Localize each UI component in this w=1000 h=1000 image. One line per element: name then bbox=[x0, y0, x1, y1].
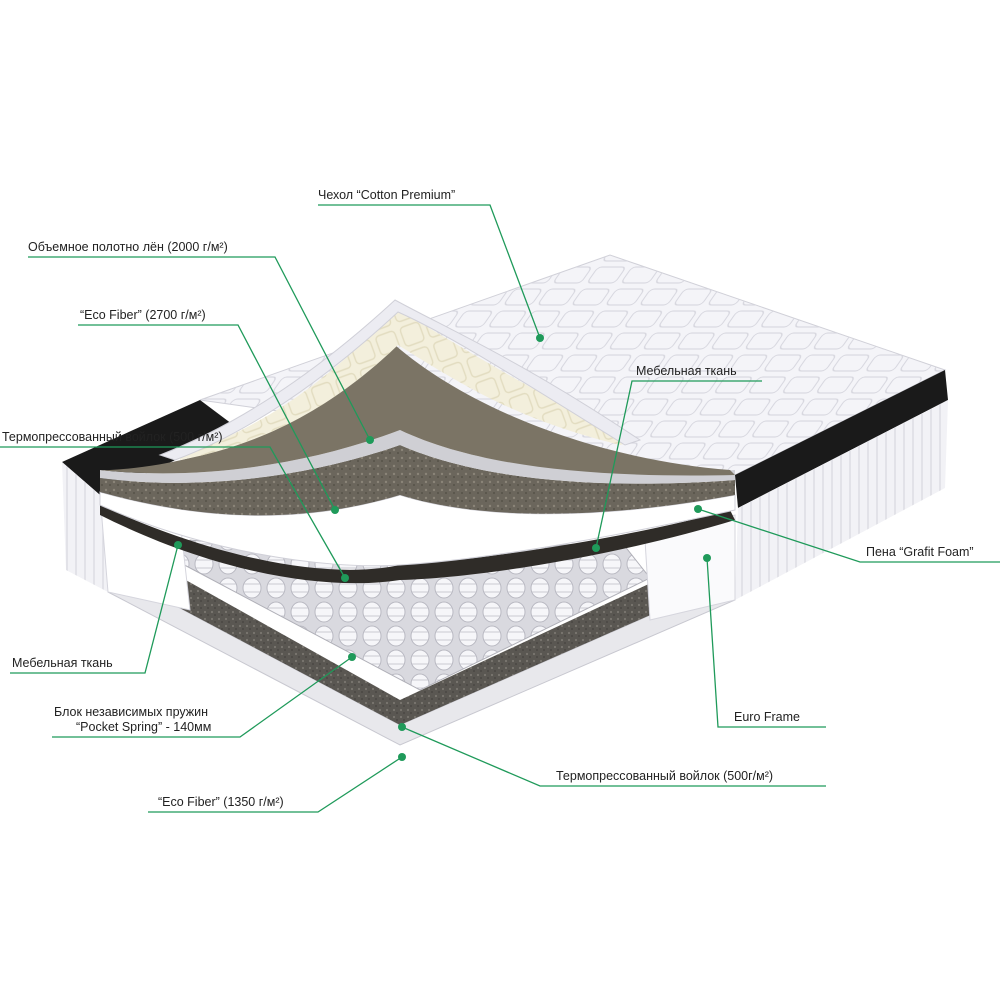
label-flax: Объемное полотно лён (2000 г/м²) bbox=[28, 240, 228, 254]
label-eco-fiber-bottom: “Eco Fiber” (1350 г/м²) bbox=[158, 795, 284, 809]
leader-fabric-right bbox=[595, 380, 762, 549]
leader-fabric-left bbox=[10, 544, 179, 674]
circle-dot-icon bbox=[703, 554, 711, 562]
circle-dot-icon bbox=[398, 723, 406, 731]
label-grafit-foam: Пена “Grafit Foam” bbox=[866, 545, 974, 559]
label-pocket-spring-line1: Блок независимых пружин bbox=[54, 705, 209, 719]
label-eco-fiber-top: “Eco Fiber” (2700 г/м²) bbox=[80, 308, 206, 322]
label-felt-bottom: Термопрессованный войлок (500г/м²) bbox=[556, 769, 774, 783]
felt-top-layer bbox=[100, 445, 735, 516]
label-cover: Чехол “Cotton Premium” bbox=[318, 188, 456, 202]
circle-dot-icon bbox=[694, 505, 702, 513]
leader-eco-fiber-bottom bbox=[148, 756, 403, 813]
circle-dot-icon bbox=[341, 574, 349, 582]
circle-dot-icon bbox=[398, 753, 406, 761]
leader-felt-bottom bbox=[401, 726, 826, 787]
circle-dot-icon bbox=[592, 544, 600, 552]
leader-pocket-spring bbox=[52, 656, 353, 738]
label-felt-top: Термопрессованный войлок (500 г/м²) bbox=[2, 430, 223, 444]
circle-dot-icon bbox=[348, 653, 356, 661]
side-ribs-right bbox=[735, 400, 948, 600]
leader-grafit-foam bbox=[697, 508, 1000, 563]
black-band-right bbox=[735, 370, 948, 508]
flax-quilt bbox=[180, 310, 640, 460]
cut-section bbox=[99, 299, 736, 746]
leader-cover bbox=[318, 204, 541, 339]
label-euro-frame: Euro Frame bbox=[734, 710, 800, 724]
leader-flax bbox=[28, 256, 371, 441]
label-fabric-left: Мебельная ткань bbox=[12, 656, 113, 670]
leader-eco-fiber-top bbox=[78, 324, 336, 511]
circle-dot-icon bbox=[536, 334, 544, 342]
furniture-fabric-layer bbox=[100, 505, 735, 584]
leader-euro-frame bbox=[706, 557, 826, 728]
label-fabric-right: Мебельная ткань bbox=[636, 364, 737, 378]
circle-dot-icon bbox=[366, 436, 374, 444]
side-ribs-left bbox=[62, 462, 108, 592]
circle-dot-icon bbox=[331, 506, 339, 514]
leader-felt-top bbox=[0, 446, 346, 579]
leader-dots bbox=[174, 334, 711, 761]
brown-felt-arch bbox=[100, 345, 735, 476]
leader-lines bbox=[0, 204, 1000, 813]
circle-dot-icon bbox=[174, 541, 182, 549]
label-pocket-spring-line2: “Pocket Spring” - 140мм bbox=[76, 720, 212, 734]
cover-arch bbox=[158, 299, 642, 461]
